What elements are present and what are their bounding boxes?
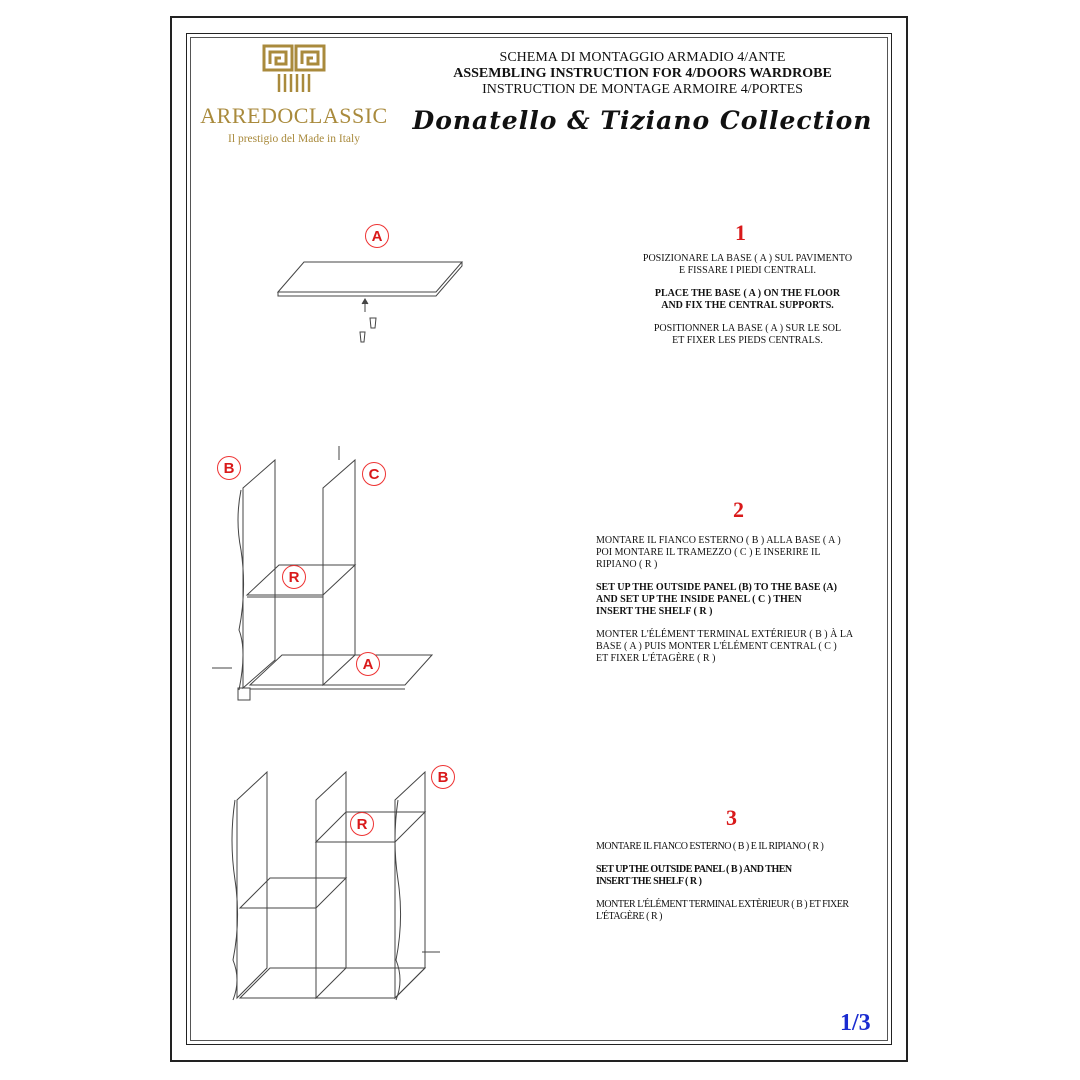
step-number: 3 bbox=[726, 805, 737, 830]
text-line: MONTARE IL FIANCO ESTERNO ( B ) E IL RIP… bbox=[596, 841, 824, 852]
collection-title: Donatello & Tiziano Collection bbox=[412, 106, 873, 135]
text-line: RIPIANO ( R ) bbox=[596, 559, 658, 570]
part-label-b: B bbox=[217, 456, 241, 480]
outer-border bbox=[170, 16, 908, 1062]
brand-name: ARREDOCLASSIC bbox=[200, 103, 388, 128]
step1-base-drawing bbox=[276, 261, 464, 343]
text-line: POI MONTARE IL TRAMEZZO ( C ) E INSERIRE… bbox=[596, 547, 821, 558]
text-line: POSITIONNER LA BASE ( A ) SUR LE SOL bbox=[653, 323, 842, 334]
page-number: 1/3 bbox=[840, 1010, 871, 1036]
text-line: L'ÉTAGÈRE ( R ) bbox=[596, 911, 663, 922]
text-line: AND FIX THE CENTRAL SUPPORTS. bbox=[661, 300, 834, 311]
text-line: SET UP THE OUTSIDE PANEL (B) TO THE BASE… bbox=[596, 582, 837, 593]
step-number: 1 bbox=[735, 220, 746, 245]
text-line: INSERT THE SHELF ( R ) bbox=[596, 876, 702, 887]
text-line: ET FIXER LES PIEDS CENTRALS. bbox=[672, 335, 823, 346]
text-line: POSIZIONARE LA BASE ( A ) SUL PAVIMENTO bbox=[642, 253, 853, 264]
title-french: INSTRUCTION DE MONTAGE ARMOIRE 4/PORTES bbox=[482, 82, 803, 97]
text-line: AND SET UP THE INSIDE PANEL ( C ) THEN bbox=[596, 594, 802, 605]
inner-border-2 bbox=[190, 37, 888, 1041]
step3-instructions: MONTARE IL FIANCO ESTERNO ( B ) E IL RIP… bbox=[596, 841, 886, 934]
document-header: SCHEMA DI MONTAGGIO ARMADIO 4/ANTE ASSEM… bbox=[405, 50, 880, 135]
step-number: 2 bbox=[733, 497, 744, 522]
step3-drawing bbox=[231, 770, 440, 1001]
part-label-a: A bbox=[356, 652, 380, 676]
part-label-r: R bbox=[282, 565, 306, 589]
text-line: MONTER L'ÉLÉMENT TERMINAL EXTÉRIEUR ( B … bbox=[596, 629, 854, 640]
text-line: PLACE THE BASE ( A ) ON THE FLOOR bbox=[654, 288, 841, 299]
title-italian: SCHEMA DI MONTAGGIO ARMADIO 4/ANTE bbox=[499, 50, 786, 65]
text-line: ET FIXER L'ÉTAGÈRE ( R ) bbox=[596, 653, 716, 664]
text-line: E FISSARE I PIEDI CENTRALI. bbox=[679, 265, 816, 276]
greek-key-logo-icon bbox=[262, 44, 326, 92]
text-line: MONTARE IL FIANCO ESTERNO ( B ) ALLA BAS… bbox=[596, 535, 841, 546]
text-line: SET UP THE OUTSIDE PANEL ( B ) AND THEN bbox=[596, 864, 792, 875]
step2-instructions: MONTARE IL FIANCO ESTERNO ( B ) ALLA BAS… bbox=[596, 535, 886, 676]
title-english: ASSEMBLING INSTRUCTION FOR 4/DOORS WARDR… bbox=[453, 66, 832, 81]
part-label-c: C bbox=[362, 462, 386, 486]
text-line: BASE ( A ) PUIS MONTER L'ÉLÉMENT CENTRAL… bbox=[596, 641, 837, 652]
brand-logo: ARREDOCLASSIC Il prestigio del Made in I… bbox=[190, 44, 398, 145]
text-line: INSERT THE SHELF ( R ) bbox=[596, 606, 713, 617]
inner-border bbox=[186, 33, 892, 1045]
part-label-b: B bbox=[431, 765, 455, 789]
text-line: MONTER L'ÉLÉMENT TERMINAL EXTÈRIEUR ( B … bbox=[596, 899, 849, 910]
brand-tagline: Il prestigio del Made in Italy bbox=[228, 133, 360, 145]
part-label-r: R bbox=[350, 812, 374, 836]
part-label-a: A bbox=[365, 224, 389, 248]
step2-drawing bbox=[212, 446, 434, 701]
